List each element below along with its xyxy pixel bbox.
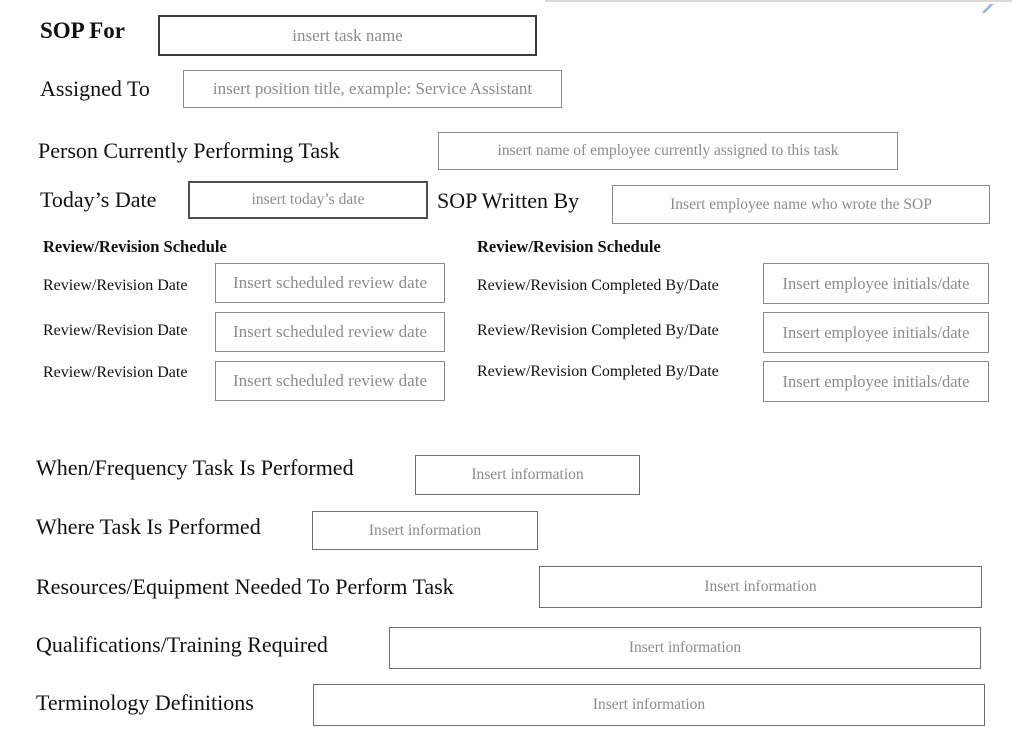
review-date-input[interactable]: [215, 312, 445, 352]
review-date-label: Review/Revision Date: [43, 277, 188, 294]
person-performing-input[interactable]: [438, 132, 898, 170]
review-completed-input[interactable]: [763, 312, 989, 353]
review-date-input[interactable]: [215, 263, 445, 303]
sop-for-label: SOP For: [40, 18, 125, 43]
terminology-definitions-input[interactable]: [313, 684, 985, 726]
when-frequency-input[interactable]: [415, 455, 640, 495]
resources-equipment-label: Resources/Equipment Needed To Perform Ta…: [36, 574, 454, 599]
review-date-input[interactable]: [215, 361, 445, 401]
review-completed-input[interactable]: [763, 361, 989, 402]
terminology-definitions-label: Terminology Definitions: [36, 690, 254, 715]
qualifications-training-input[interactable]: [389, 627, 981, 669]
todays-date-input[interactable]: [188, 181, 428, 219]
review-completed-label: Review/Revision Completed By/Date: [477, 277, 719, 294]
where-task-label: Where Task Is Performed: [36, 514, 261, 539]
review-completed-label: Review/Revision Completed By/Date: [477, 363, 719, 380]
review-date-label: Review/Revision Date: [43, 364, 188, 381]
person-performing-label: Person Currently Performing Task: [38, 138, 340, 163]
review-completed-input[interactable]: [763, 263, 989, 304]
task-name-input[interactable]: [158, 15, 537, 56]
sop-written-by-input[interactable]: [612, 185, 990, 224]
review-date-label: Review/Revision Date: [43, 322, 188, 339]
review-schedule-header-left: Review/Revision Schedule: [43, 237, 227, 256]
pencil-icon[interactable]: [981, 0, 997, 14]
review-schedule-header-right: Review/Revision Schedule: [477, 237, 661, 256]
todays-date-label: Today’s Date: [40, 187, 157, 212]
review-completed-label: Review/Revision Completed By/Date: [477, 322, 719, 339]
qualifications-training-label: Qualifications/Training Required: [36, 632, 328, 657]
position-title-input[interactable]: [183, 70, 562, 108]
where-task-input[interactable]: [312, 511, 538, 550]
when-frequency-label: When/Frequency Task Is Performed: [36, 455, 354, 480]
assigned-to-label: Assigned To: [40, 76, 150, 101]
sop-written-by-label: SOP Written By: [437, 188, 580, 213]
resources-equipment-input[interactable]: [539, 566, 982, 608]
clipped-toolbar-edge: [545, 0, 1012, 2]
